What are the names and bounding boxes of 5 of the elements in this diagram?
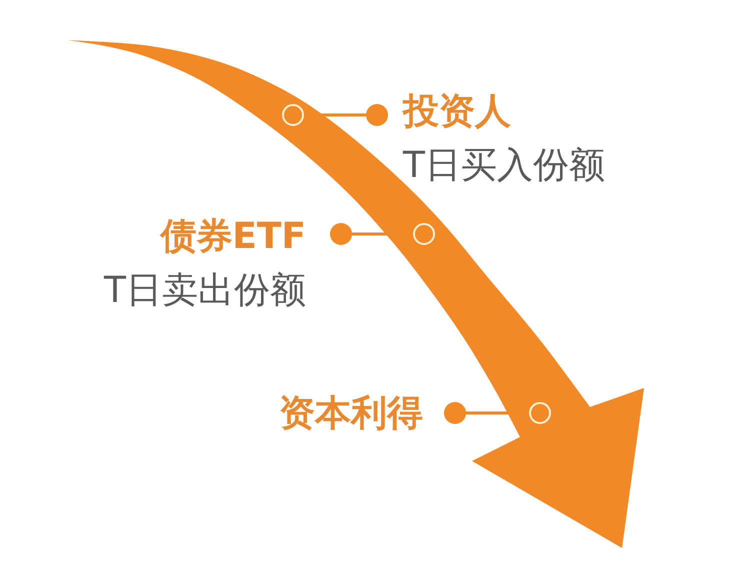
- node-title: 资本利得: [279, 392, 423, 436]
- node-title: 债券ETF: [158, 215, 306, 259]
- node-text: T日卖出份额: [104, 269, 306, 313]
- node-title: 投资人: [403, 90, 512, 134]
- node-text: T日买入份额: [403, 144, 605, 188]
